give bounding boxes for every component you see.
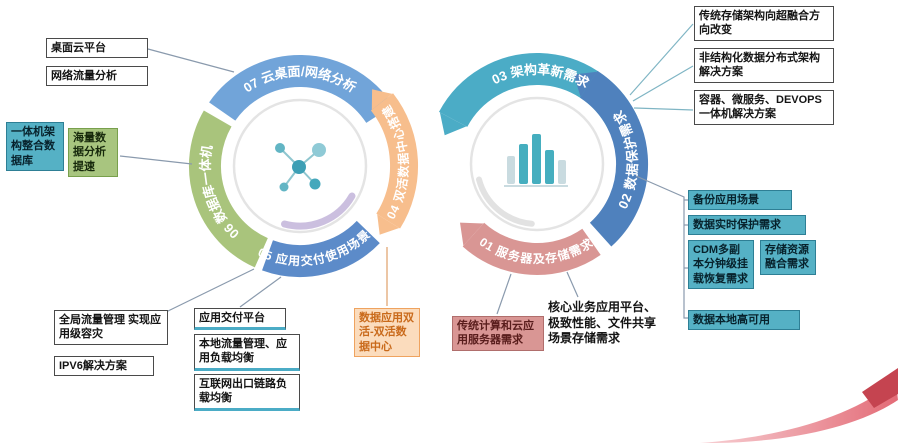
arc-02-arrowhead <box>573 71 597 97</box>
network-nodes-icon <box>275 143 326 192</box>
callout-core-business: 核心业务应用平台、极致性能、文件共享场景存储需求 <box>548 300 657 346</box>
callout-network-traffic: 网络流量分析 <box>46 66 148 87</box>
left-center-circle <box>232 98 368 234</box>
gray-inner-arc <box>476 176 535 227</box>
connector-global-traffic <box>165 268 255 313</box>
callout-desktop-cloud: 桌面云平台 <box>46 38 148 59</box>
arc-05-band <box>262 220 380 277</box>
connector-lines <box>119 23 694 319</box>
arc-06-band <box>188 110 269 268</box>
connector-traditional-compute <box>496 273 512 315</box>
connector-core-business <box>566 271 579 298</box>
bar-chart-icon <box>504 134 568 187</box>
connector-desktop-cloud <box>147 48 235 73</box>
arc-01-arrowhead <box>460 222 484 246</box>
callout-traditional-compute: 传统计算和云应用服务器需求 <box>452 316 544 351</box>
lavender-inner-arc <box>281 192 356 230</box>
callout-app-delivery: 应用交付平台 <box>194 308 286 331</box>
connector-app-delivery <box>239 276 282 308</box>
callout-backup: 备份应用场景 <box>688 190 792 211</box>
callout-realtime-protect: 数据实时保护需求 <box>688 215 806 236</box>
arc-04-band <box>370 93 419 229</box>
swoosh-tip <box>862 368 898 408</box>
arc-01-band <box>462 222 601 275</box>
callout-local-ha: 数据本地高可用 <box>688 310 800 331</box>
connector-unstructured <box>632 65 694 102</box>
callout-cdm: CDM多副本分钟级挂载恢复需求 <box>688 240 754 289</box>
arc-03-arrowhead <box>439 112 467 136</box>
arc-04-arrowhead-top <box>371 89 393 110</box>
callout-storage-fusion: 存储资源融合需求 <box>760 240 816 275</box>
callout-storage-arch: 传统存储架构向超融合方向改变 <box>694 6 834 41</box>
connector-container <box>633 107 694 111</box>
callout-unstructured: 非结构化数据分布式架构解决方案 <box>694 48 834 83</box>
callout-ipv6: IPV6解决方案 <box>54 356 154 377</box>
callout-dual-active: 数据应用双活-双活数据中心 <box>354 308 420 357</box>
connector-right-trunk <box>635 175 688 319</box>
connector-storage-arch <box>629 23 694 96</box>
callout-local-traffic: 本地流量管理、应用负载均衡 <box>194 334 300 371</box>
left-ring <box>188 54 419 277</box>
callout-container: 容器、微服务、DEVOPS一体机解决方案 <box>694 90 834 125</box>
connector-database <box>119 155 193 165</box>
right-center-circle <box>469 96 605 232</box>
callout-integrated-arch: 一体机架构整合数据库 <box>6 122 64 171</box>
arc-02-band <box>579 70 649 247</box>
callout-global-traffic: 全局流量管理 实现应用级容灾 <box>54 310 168 345</box>
arc-07-band <box>209 54 394 124</box>
arc-04-arrowhead-bottom <box>377 214 400 235</box>
right-ring <box>438 52 649 275</box>
swoosh-arrow <box>700 368 898 443</box>
callout-internet-link: 互联网出口链路负载均衡 <box>194 374 300 411</box>
callout-massive-data: 海量数据分析提速 <box>68 128 118 177</box>
